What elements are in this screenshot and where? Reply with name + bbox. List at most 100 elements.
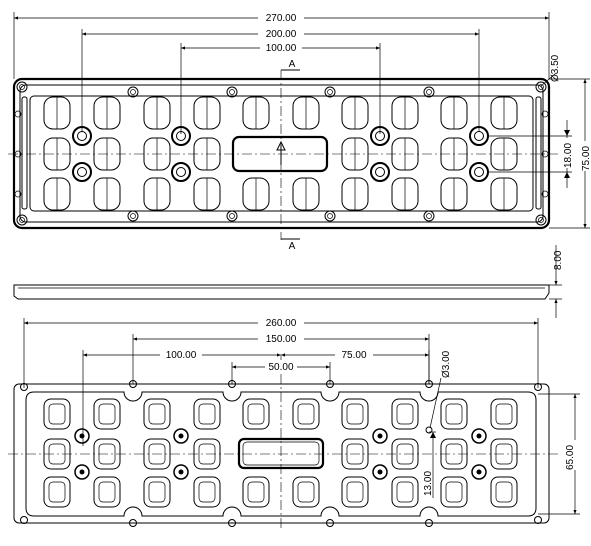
top-corner-boss: [16, 214, 28, 226]
bottom-dim-13: 13.00: [423, 471, 434, 496]
bottom-mount-hole: [326, 519, 334, 527]
bottom-lens-cell: [93, 476, 121, 508]
bottom-locating-boss-dot: [178, 433, 184, 439]
top-section-label-upper: A: [289, 59, 296, 70]
top-corner-boss: [535, 214, 547, 226]
top-lens-array: [43, 96, 518, 211]
bottom-lens-inner: [445, 481, 463, 503]
bottom-inner-scalloped-outline: [25, 391, 537, 517]
bottom-lens-cell: [43, 476, 71, 508]
top-dim-18-bg: [562, 138, 572, 168]
bottom-lens-cell: [440, 476, 468, 508]
top-edge-boss-hole: [327, 89, 333, 95]
bottom-mount-hole: [228, 519, 236, 527]
bottom-lens-cell: [341, 476, 369, 508]
bottom-lens-cell: [391, 476, 419, 508]
top-dim-75: 75.00: [581, 146, 591, 171]
bottom-dim-100: 100.00: [166, 350, 197, 361]
bottom-lens-inner: [98, 403, 116, 425]
side-dim-8: 8.00: [553, 250, 564, 270]
bottom-lens-inner: [396, 481, 414, 503]
top-locating-boss: [171, 162, 191, 182]
top-dim-18-arrow-top: [564, 130, 570, 136]
bottom-lens-inner: [495, 481, 513, 503]
top-view: 270.00 200.00 100.00 A A Ø3.50 75.00: [8, 11, 591, 252]
bottom-dim-65: 65.00: [565, 445, 576, 470]
bottom-locating-boss-dot: [377, 433, 383, 439]
bottom-dim-50-bg: [265, 360, 297, 372]
bottom-lens-inner: [98, 481, 116, 503]
bottom-lens-inner: [198, 403, 216, 425]
bottom-lens-inner: [247, 481, 265, 503]
top-corner-boss-hole: [538, 84, 544, 90]
top-edge-boss: [423, 86, 435, 98]
top-side-pin: [14, 190, 22, 198]
top-dim-18-arrow-bottom: [564, 172, 570, 178]
top-dia-leader: [540, 72, 557, 87]
bottom-dim-150: 150.00: [266, 334, 297, 345]
top-corner-boss: [535, 81, 547, 93]
bottom-locating-boss-dot: [79, 433, 85, 439]
top-dim-dia: Ø3.50: [550, 54, 561, 82]
bottom-lens-cell: [242, 476, 270, 508]
top-dim-200: 200.00: [266, 29, 297, 40]
bottom-view: 260.00 150.00 100.00 75.00 50.00 Ø3.00 1…: [8, 316, 580, 530]
bottom-dim-50: 50.00: [268, 362, 293, 373]
bottom-lens-inner: [346, 481, 364, 503]
bottom-dim-13-arrow: [430, 432, 436, 438]
top-locating-boss-hole: [375, 167, 385, 177]
top-edge-boss: [324, 86, 336, 98]
bottom-outer-body: [13, 383, 550, 524]
top-dim-200-bg: [258, 27, 304, 39]
top-locating-boss: [72, 162, 92, 182]
top-locating-boss-hole: [77, 167, 87, 177]
bottom-dim-75-bg: [335, 348, 373, 360]
top-edge-boss: [226, 210, 238, 222]
bottom-lens-cell: [143, 476, 171, 508]
bottom-mount-hole: [534, 516, 542, 524]
top-edge-boss-hole: [327, 213, 333, 219]
top-edge-boss-hole: [130, 89, 136, 95]
top-edge-boss-hole: [426, 89, 432, 95]
bottom-lens-inner: [148, 481, 166, 503]
top-edge-boss-hole: [130, 213, 136, 219]
top-corner-boss-hole: [538, 217, 544, 223]
bottom-dim-65-bg: [565, 440, 577, 470]
top-right-slot: [535, 96, 542, 210]
bottom-lens-cell: [440, 398, 468, 430]
top-side-pin: [541, 110, 549, 118]
top-dim-75-bg: [579, 141, 591, 171]
bottom-lens-cell: [490, 398, 518, 430]
top-edge-boss: [324, 210, 336, 222]
bottom-lens-cell: [193, 398, 221, 430]
bottom-lens-cell: [292, 398, 320, 430]
top-section-label-lower: A: [289, 241, 296, 252]
bottom-locating-boss-dot: [79, 469, 85, 475]
bottom-mount-hole: [425, 519, 433, 527]
top-left-slot: [21, 96, 28, 210]
top-lens-area: [29, 95, 534, 212]
bottom-lens-inner: [48, 481, 66, 503]
bottom-mount-hole: [20, 516, 28, 524]
bottom-lens-inner: [198, 481, 216, 503]
top-edge-boss: [127, 210, 139, 222]
bottom-lens-cell: [193, 476, 221, 508]
top-side-pin: [14, 110, 22, 118]
bottom-lens-inner: [346, 403, 364, 425]
top-edge-boss: [127, 86, 139, 98]
bottom-lens-cell: [490, 476, 518, 508]
top-dim-18: 18.00: [563, 143, 574, 168]
bottom-locating-boss-dot: [178, 469, 184, 475]
bottom-dim-dia: Ø3.00: [441, 350, 452, 378]
top-locating-boss: [370, 162, 390, 182]
top-edge-boss-hole: [229, 89, 235, 95]
bottom-lens-cell: [341, 398, 369, 430]
side-view: 8.00: [13, 245, 564, 318]
top-corner-boss: [16, 81, 28, 93]
bottom-dia-leader: [429, 377, 442, 429]
top-edge-boss-hole: [229, 213, 235, 219]
side-profile: [13, 284, 550, 300]
top-corner-boss-hole: [19, 84, 25, 90]
